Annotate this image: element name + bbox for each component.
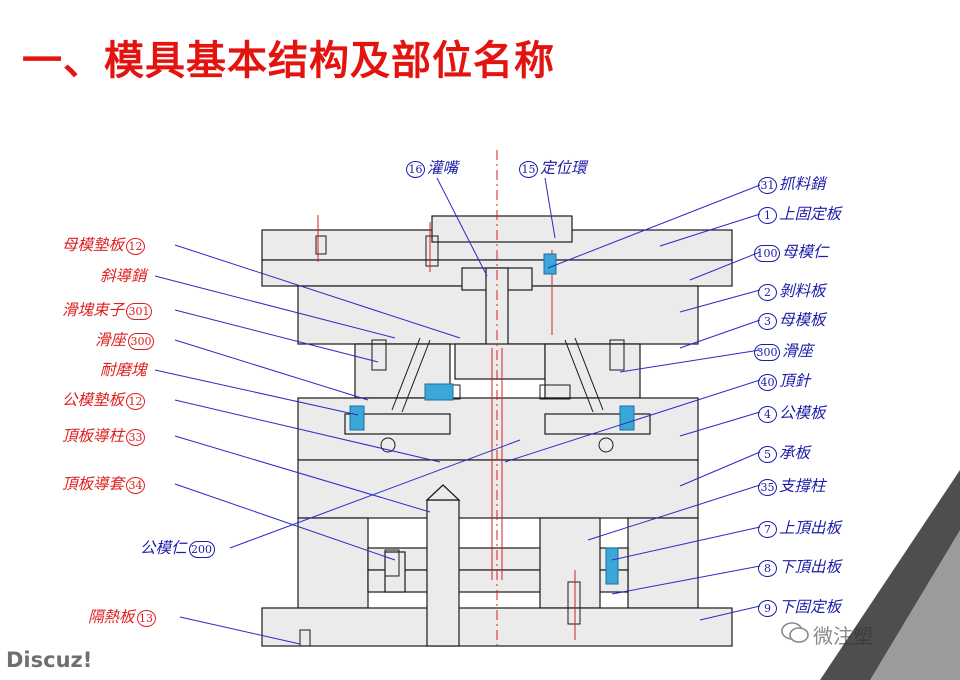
- discuz-watermark: Discuz!: [6, 648, 93, 672]
- spacer-left: [297, 517, 369, 609]
- wechat-icon: [781, 622, 809, 643]
- support-pillar: [539, 517, 601, 609]
- corner-decoration: [820, 470, 960, 680]
- label-angle-pin: 斜導銷: [100, 267, 147, 285]
- support-plate: [297, 459, 699, 519]
- ejector-guide-pin: [426, 499, 460, 647]
- locating-ring: [431, 215, 573, 243]
- spacer-right: [627, 517, 699, 609]
- cavity-insert: [454, 343, 546, 380]
- label-wear-plate: 耐磨塊: [100, 361, 147, 379]
- page-title: 一、模具基本结构及部位名称: [22, 38, 555, 84]
